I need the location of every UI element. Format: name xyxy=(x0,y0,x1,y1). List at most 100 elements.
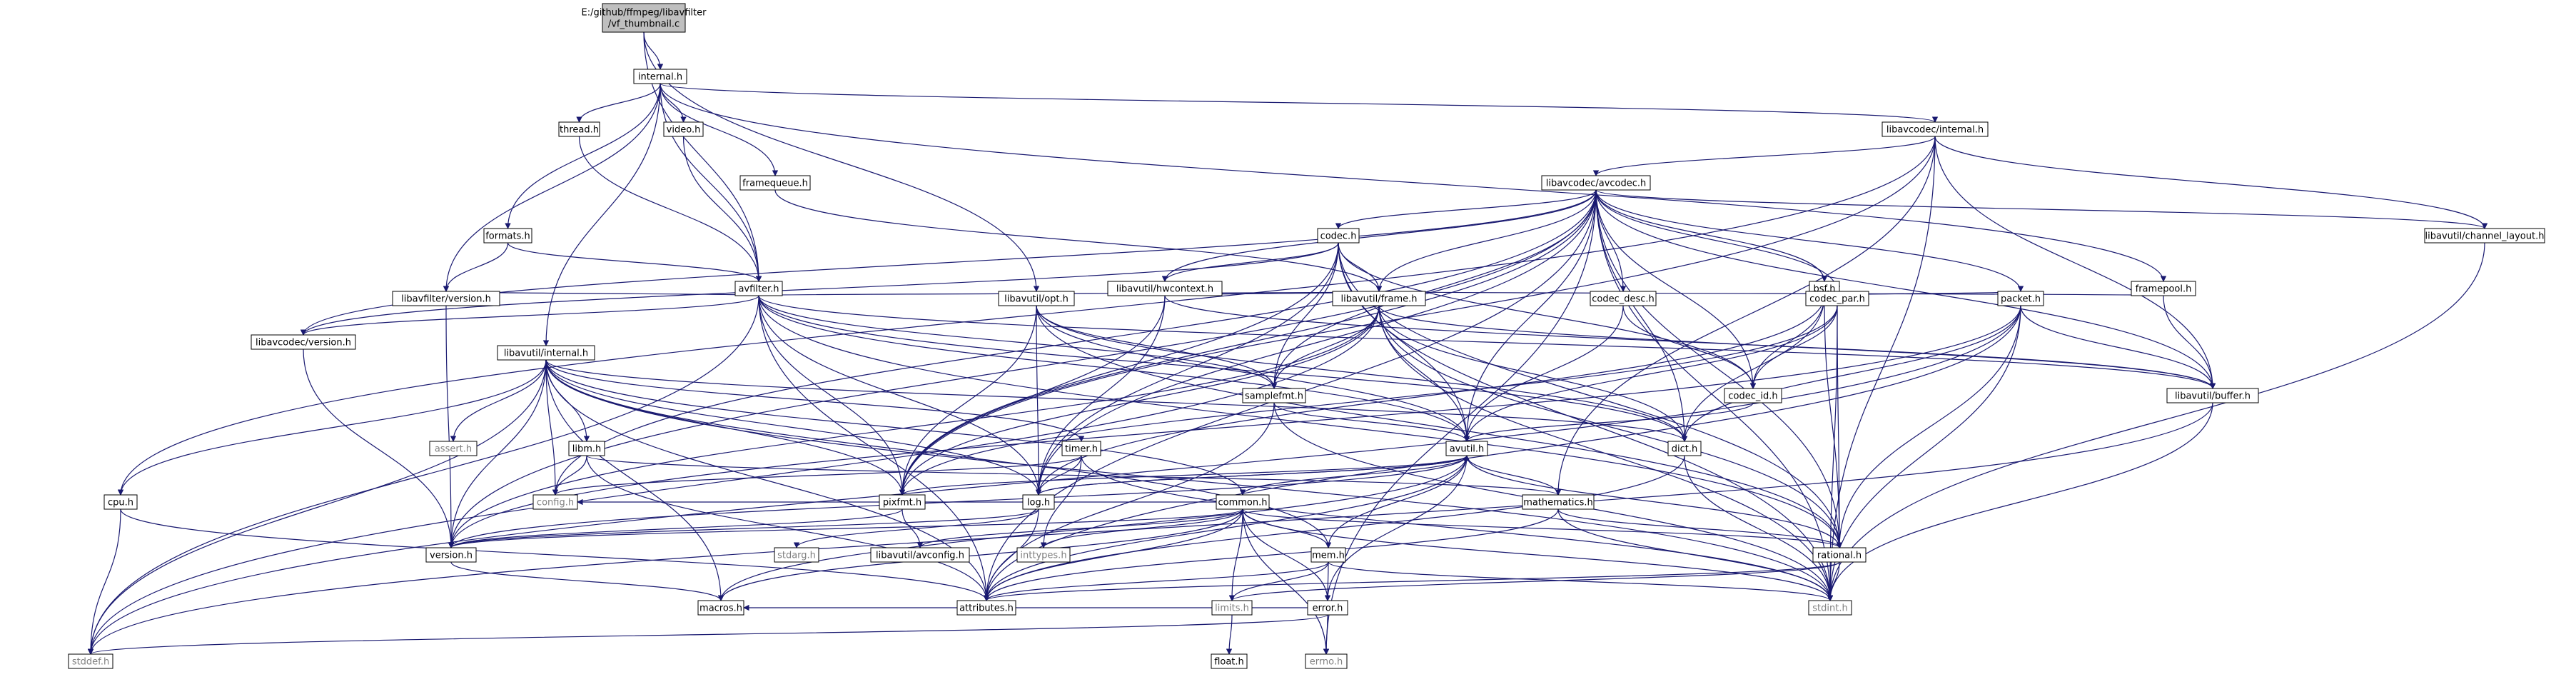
node-framepool-h[interactable]: framepool.h xyxy=(2131,281,2196,296)
include-edge xyxy=(545,359,1834,601)
include-edge xyxy=(774,189,1383,292)
node-mem-h[interactable]: mem.h xyxy=(1310,547,1346,563)
include-edge xyxy=(899,305,1037,496)
node-codec-par-h[interactable]: codec_par.h xyxy=(1805,291,1869,306)
node-libavcodec-avcodec-h[interactable]: libavcodec/avcodec.h xyxy=(1541,175,1651,191)
node-box xyxy=(1317,228,1360,244)
node-box xyxy=(1590,291,1657,306)
include-edge xyxy=(545,359,990,601)
include-edge xyxy=(443,83,661,292)
include-edge xyxy=(1035,295,1166,496)
include-edge xyxy=(578,136,762,282)
include-edge xyxy=(660,83,1938,123)
include-edge xyxy=(300,242,1339,336)
include-edge xyxy=(1242,508,1332,548)
node-box xyxy=(870,547,970,563)
node-box xyxy=(602,3,686,33)
node-label: mathematics.h xyxy=(1523,498,1593,508)
node-dict-h[interactable]: dict.h xyxy=(1667,441,1702,456)
node-libavcodec-internal-h[interactable]: libavcodec/internal.h xyxy=(1882,121,1989,137)
include-edge xyxy=(1836,305,1843,548)
include-edge xyxy=(758,295,2216,389)
node-libavcodec-version-h[interactable]: libavcodec/version.h xyxy=(251,334,356,350)
include-edge xyxy=(1378,305,1688,442)
include-edge xyxy=(303,348,455,548)
include-edge xyxy=(1466,455,1843,548)
include-edge xyxy=(1239,455,1468,496)
node-framequeue-h[interactable]: framequeue.h xyxy=(739,175,811,191)
node-pixfmt-h[interactable]: pixfmt.h xyxy=(879,494,926,510)
node-rational-h[interactable]: rational.h xyxy=(1812,547,1867,563)
include-edge xyxy=(1375,189,1597,292)
node-box xyxy=(2131,281,2196,296)
node-box xyxy=(1541,175,1651,191)
node-label: E:/github/ffmpeg/libavfilter/vf_thumbnai… xyxy=(582,8,707,30)
include-edge xyxy=(1242,508,1331,601)
node-libavutil-avconfig-h[interactable]: libavutil/avconfig.h xyxy=(870,547,970,563)
node-mathematics-h[interactable]: mathematics.h xyxy=(1522,494,1595,510)
node-libavutil-buffer-h[interactable]: libavutil/buffer.h xyxy=(2166,388,2259,403)
node-formats-h[interactable]: formats.h xyxy=(483,228,532,244)
include-edge xyxy=(450,359,547,442)
include-edge xyxy=(1934,136,2488,229)
include-edge xyxy=(87,295,759,655)
include-edge xyxy=(983,508,1039,601)
node-libavutil-opt-h[interactable]: libavutil/opt.h xyxy=(998,291,1075,306)
node-box xyxy=(1997,291,2044,306)
node-version-h[interactable]: version.h xyxy=(425,547,477,563)
include-edge xyxy=(1378,305,1834,601)
include-edge xyxy=(1557,508,1834,601)
node-codec-id-h[interactable]: codec_id.h xyxy=(1724,388,1782,403)
node-box xyxy=(879,494,926,510)
node-box xyxy=(1016,547,1071,563)
node-libavutil-channel-layout-h[interactable]: libavutil/channel_layout.h xyxy=(2424,228,2545,244)
include-edge xyxy=(660,83,2167,282)
node-avutil-h[interactable]: avutil.h xyxy=(1445,441,1488,456)
node-macros-h[interactable]: macros.h xyxy=(697,600,744,616)
node-video-h[interactable]: video.h xyxy=(663,121,704,137)
include-edge xyxy=(87,402,2213,655)
node-samplefmt-h[interactable]: samplefmt.h xyxy=(1242,388,1306,403)
node-box xyxy=(739,175,811,191)
node-internal-h[interactable]: internal.h xyxy=(633,69,687,84)
include-edge xyxy=(660,83,762,282)
node-packet-h[interactable]: packet.h xyxy=(1997,291,2044,306)
node-libavfilter-version-h[interactable]: libavfilter/version.h xyxy=(392,291,500,306)
node-thread-h[interactable]: thread.h xyxy=(558,121,600,137)
include-edge xyxy=(1595,189,1834,601)
node-box xyxy=(1061,441,1101,456)
node-codec-desc-h[interactable]: codec_desc.h xyxy=(1590,291,1657,306)
include-edge xyxy=(1040,508,1243,548)
include-edge xyxy=(1749,295,1825,389)
node-label: mem.h xyxy=(1312,551,1345,561)
node-attributes-h[interactable]: attributes.h xyxy=(956,600,1016,616)
node-box xyxy=(633,69,687,84)
node-avfilter-h[interactable]: avfilter.h xyxy=(734,281,783,296)
node-float-h[interactable]: float.h xyxy=(1211,653,1248,669)
include-edge xyxy=(1164,295,2216,389)
node-label: codec_id.h xyxy=(1728,391,1777,402)
node-label: libavcodec/version.h xyxy=(256,338,351,348)
node-libavutil-frame-h[interactable]: libavutil/frame.h xyxy=(1332,291,1426,306)
include-edge xyxy=(1681,295,1825,442)
node-cpu-h[interactable]: cpu.h xyxy=(103,494,138,510)
include-edge xyxy=(300,189,1597,336)
node-log-h[interactable]: log.h xyxy=(1022,494,1055,510)
node-codec-h[interactable]: codec.h xyxy=(1317,228,1360,244)
include-edge xyxy=(1335,189,1597,229)
node-label: stdint.h xyxy=(1812,603,1847,614)
node-timer-h[interactable]: timer.h xyxy=(1061,441,1101,456)
include-edge xyxy=(1228,561,1329,601)
node-libavutil-hwcontext-h[interactable]: libavutil/hwcontext.h xyxy=(1107,281,1223,296)
node-box xyxy=(532,494,578,510)
node-libm-h[interactable]: libm.h xyxy=(568,441,605,456)
node-label: libavutil/frame.h xyxy=(1341,294,1418,305)
include-edge xyxy=(1035,455,1082,496)
include-edge xyxy=(443,242,509,292)
node-common-h[interactable]: common.h xyxy=(1216,494,1270,510)
include-edge xyxy=(552,189,1597,496)
include-edge xyxy=(1271,242,1339,389)
node-box xyxy=(998,291,1075,306)
node-libavutil-internal-h[interactable]: libavutil/internal.h xyxy=(497,345,595,361)
node-error-h[interactable]: error.h xyxy=(1307,600,1348,616)
